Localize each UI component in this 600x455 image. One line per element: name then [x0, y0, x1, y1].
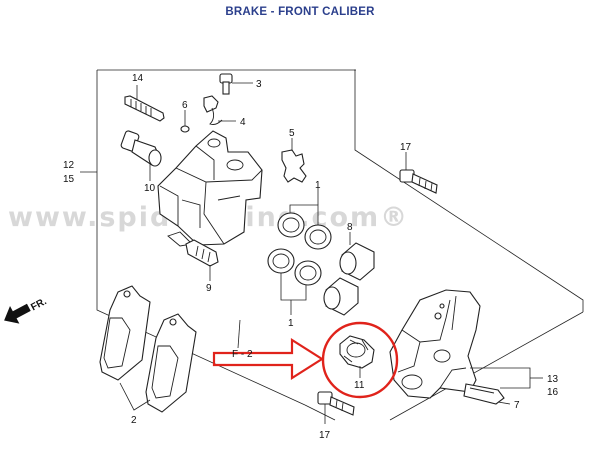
callout-5: 5 — [289, 128, 295, 139]
bleeder-screw-3 — [219, 73, 253, 95]
callout-4: 4 — [240, 117, 246, 128]
highlight-circle — [321, 321, 399, 399]
dust-seal-11 — [339, 335, 375, 378]
caliper-bracket — [389, 289, 481, 399]
piston-8-lower — [323, 277, 359, 316]
callout-13: 13 — [547, 374, 559, 385]
callout-8: 8 — [347, 222, 353, 233]
bracket-leader — [470, 367, 531, 389]
front-direction-icon: FR. — [4, 296, 49, 324]
slide-pin-14 — [124, 85, 165, 122]
assembly-frame — [96, 69, 584, 421]
callout-14: 14 — [132, 73, 144, 84]
mounting-bolt-17-upper — [399, 152, 438, 194]
slide-pin-10 — [120, 130, 162, 181]
callout-f2: F - 2 — [232, 349, 253, 360]
page-title: BRAKE - FRONT CALIBER — [225, 6, 375, 18]
caliper-body — [157, 130, 263, 247]
seal-ring-group-lower — [267, 248, 322, 315]
callout-9: 9 — [206, 283, 212, 294]
pad-leader-2 — [119, 382, 151, 411]
callout-11: 11 — [354, 380, 365, 391]
callout-3: 3 — [256, 79, 262, 90]
callout-16: 16 — [547, 387, 559, 398]
bolt-9 — [185, 239, 219, 281]
callout-1-lower: 1 — [288, 318, 294, 329]
callout-12: 12 — [63, 160, 75, 171]
front-label: FR. — [29, 296, 49, 313]
seal-ring-group-upper — [277, 188, 332, 250]
callout-17-upper: 17 — [400, 142, 412, 153]
pad-retainer-7 — [463, 383, 511, 405]
f2-leader — [237, 319, 241, 349]
callout-10: 10 — [144, 183, 156, 194]
brake-pad-right — [145, 313, 197, 413]
callout-17-lower: 17 — [319, 430, 331, 441]
callout-2: 2 — [131, 415, 137, 426]
callout-6: 6 — [182, 100, 188, 111]
pad-spring-5 — [281, 138, 307, 183]
callout-15: 15 — [63, 174, 75, 185]
mounting-bolt-17-lower — [317, 391, 355, 424]
highlight-arrow — [212, 338, 325, 380]
piston-8-upper — [339, 232, 375, 281]
callout-7: 7 — [514, 400, 520, 411]
brake-pad-left — [99, 285, 151, 381]
callout-1-upper: 1 — [315, 180, 321, 191]
washer-6 — [180, 110, 190, 133]
bleeder-cap-4 — [203, 95, 236, 125]
